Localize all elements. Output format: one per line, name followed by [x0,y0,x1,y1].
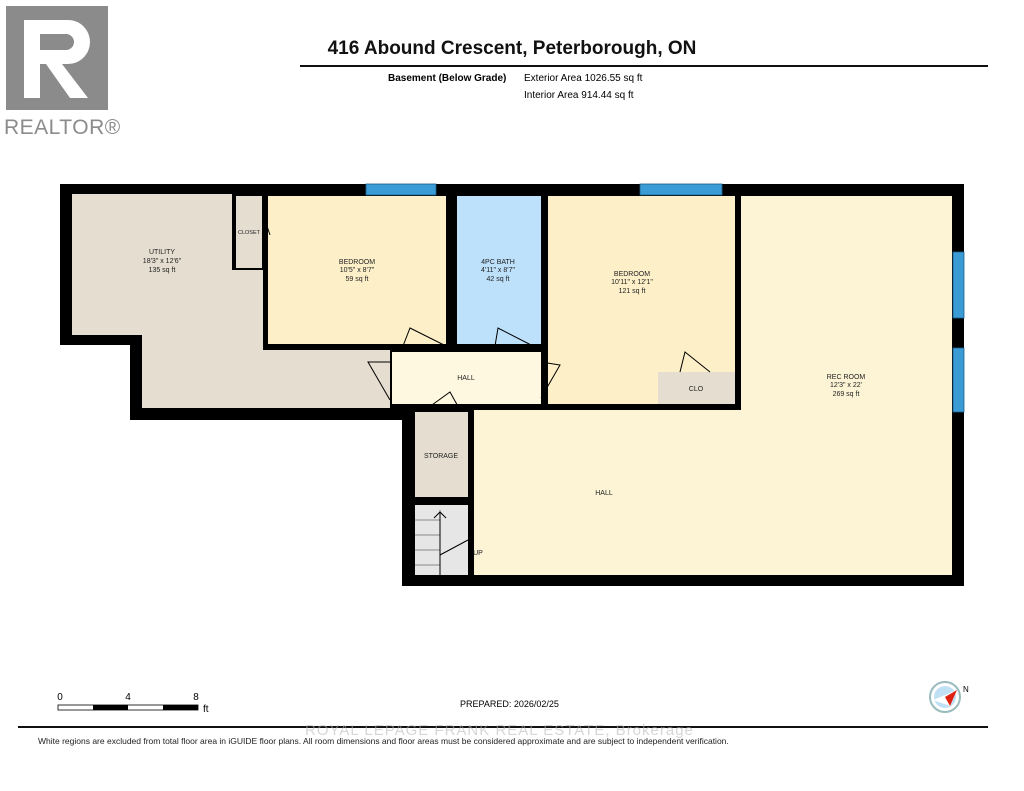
room-rec-hall [474,196,952,575]
closet-label: CLOSET [238,230,261,236]
room-storage [415,412,468,497]
bath-dims: 4'11" x 8'7" [481,267,515,274]
disclaimer: White regions are excluded from total fl… [38,736,729,746]
utility-dims: 18'3" x 12'6" [143,258,182,265]
scale-tick: 8 [193,692,199,703]
clo-label: CLO [689,386,704,393]
exterior-area: Exterior Area 1026.55 sq ft [524,73,643,84]
doors [262,213,711,411]
utility-area: 135 sq ft [149,267,176,274]
utility-label: UTILITY [149,249,175,256]
window [952,347,965,413]
window [639,183,723,196]
room-bedroom-1 [268,196,446,344]
divider [300,65,988,67]
watermark: ROYAL LEPAGE FRANK REAL ESTATE, Brokerag… [305,722,694,739]
realtor-logo-text: REALTOR® [4,116,121,139]
room-hall-small [392,352,541,404]
bedroom2-label: BEDROOM [614,271,650,278]
scale-bar: 0 4 8 ft [57,692,209,715]
divider [18,726,988,728]
bedroom2-dims: 10'11" x 12'1" [611,279,653,286]
rec-label: REC ROOM [827,374,866,381]
interior-area: Interior Area 914.44 sq ft [524,90,634,101]
compass-label: N [963,685,969,694]
rec-dims: 12'3" x 22' [830,382,862,389]
stairs-up-label: UP [473,550,483,557]
room-clo [658,372,735,404]
hall-label: HALL [595,490,613,497]
compass-icon: N [929,681,969,713]
room-bath [457,196,541,344]
floor-level: Basement (Below Grade) [388,73,507,84]
room-bedroom-2 [548,196,735,404]
prepared-date: PREPARED: 2026/02/25 [460,699,559,709]
room-closet [236,196,262,268]
page-title: 416 Abound Crescent, Peterborough, ON [327,38,697,59]
stairs [415,505,468,575]
bedroom2-area: 121 sq ft [619,288,646,295]
bedroom1-dims: 10'5" x 8'7" [340,267,375,274]
storage-label: STORAGE [424,453,458,460]
window [365,183,437,196]
bath-area: 42 sq ft [487,276,510,283]
realtor-logo [6,6,108,110]
hall-small-label: HALL [457,375,475,382]
rec-area: 269 sq ft [833,391,860,398]
scale-tick: 4 [125,692,131,703]
scale-unit: ft [203,704,209,715]
room-utility [72,194,390,408]
windows [365,183,965,413]
stair-arrow-icon [433,511,469,575]
bedroom1-area: 59 sq ft [346,276,369,283]
bedroom1-label: BEDROOM [339,259,375,266]
window [952,251,965,319]
scale-tick: 0 [57,692,63,703]
realtor-r-icon [24,20,90,98]
bath-label: 4PC BATH [481,259,515,266]
